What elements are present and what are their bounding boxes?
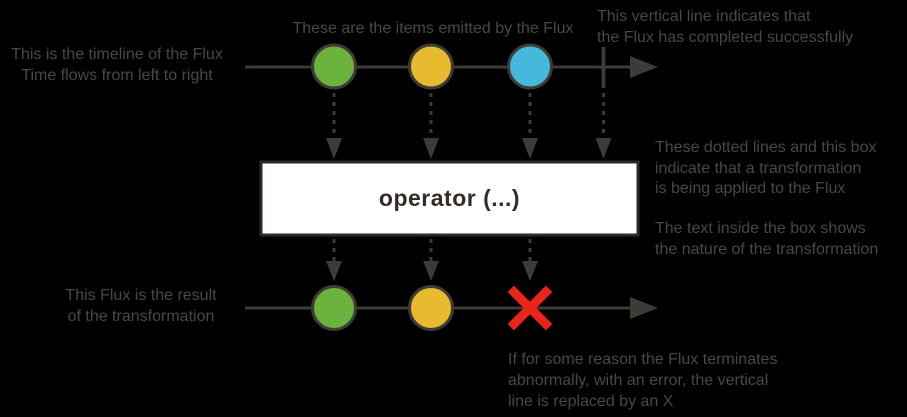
note-line: the nature of the transformation <box>655 240 879 258</box>
note-complete-signal: This vertical line indicates that the Fl… <box>597 6 853 48</box>
operator-box <box>259 160 640 237</box>
dotted-connector <box>326 93 342 159</box>
note-line: This Flux is the result <box>65 287 217 304</box>
error-x-stroke <box>507 285 553 331</box>
operator-box-label: operator (...) <box>378 185 521 211</box>
down-arrowhead-icon <box>522 261 538 281</box>
down-arrowhead-icon <box>595 138 612 159</box>
result-marble-green <box>311 285 357 331</box>
down-arrowhead-icon <box>423 261 439 281</box>
operator-to-result-connectors <box>326 239 538 281</box>
note-line: This is the timeline of the Flux <box>11 46 223 63</box>
note-line: line is replaced by an X <box>508 393 674 410</box>
note-timeline: This is the timeline of the Flux Time fl… <box>6 44 228 86</box>
note-transformation: These dotted lines and this box indicate… <box>655 138 876 200</box>
dotted-connector <box>522 239 538 281</box>
note-line: This vertical line indicates that <box>597 8 811 25</box>
dotted-connector <box>423 93 439 159</box>
source-marble-yellow <box>408 43 454 90</box>
note-line: These dotted lines and this box <box>655 139 877 156</box>
note-line: is being applied to the Flux <box>655 180 846 197</box>
dotted-connector <box>522 93 538 159</box>
result-marble-yellow <box>408 285 454 331</box>
result-timeline-arrowhead-icon <box>630 297 658 319</box>
note-result-flux: This Flux is the result of the transform… <box>36 285 246 327</box>
note-line: The text inside the box shows <box>655 220 866 237</box>
down-arrowhead-icon <box>326 261 342 281</box>
down-arrowhead-icon <box>522 138 538 159</box>
error-x-icon <box>507 285 553 331</box>
dotted-connector <box>423 239 439 281</box>
note-line: of the transformation <box>67 308 215 325</box>
note-line: indicate that a transformation <box>655 159 862 177</box>
note-line: If for some reason the Flux terminates <box>508 351 778 368</box>
source-marble-blue <box>507 43 553 90</box>
source-to-operator-connectors <box>326 93 612 159</box>
source-marble-green <box>311 43 357 90</box>
note-line: Time flows from left to right <box>21 67 213 84</box>
note-line: These are the items emitted by the Flux <box>292 20 574 37</box>
note-line: the Flux has completed successfully <box>597 29 854 46</box>
note-box-text: The text inside the box shows the nature… <box>655 219 878 260</box>
dotted-connector <box>326 239 342 281</box>
down-arrowhead-icon <box>423 138 439 159</box>
note-emitted-items: These are the items emitted by the Flux <box>282 18 584 39</box>
note-error-termination: If for some reason the Flux terminates a… <box>508 349 777 412</box>
source-timeline <box>245 43 658 90</box>
result-timeline <box>245 285 658 331</box>
down-arrowhead-icon <box>326 138 342 159</box>
note-line: abnormally, with an error, the vertical <box>508 372 769 389</box>
source-timeline-arrowhead-icon <box>630 56 658 78</box>
dotted-connector <box>595 93 612 159</box>
